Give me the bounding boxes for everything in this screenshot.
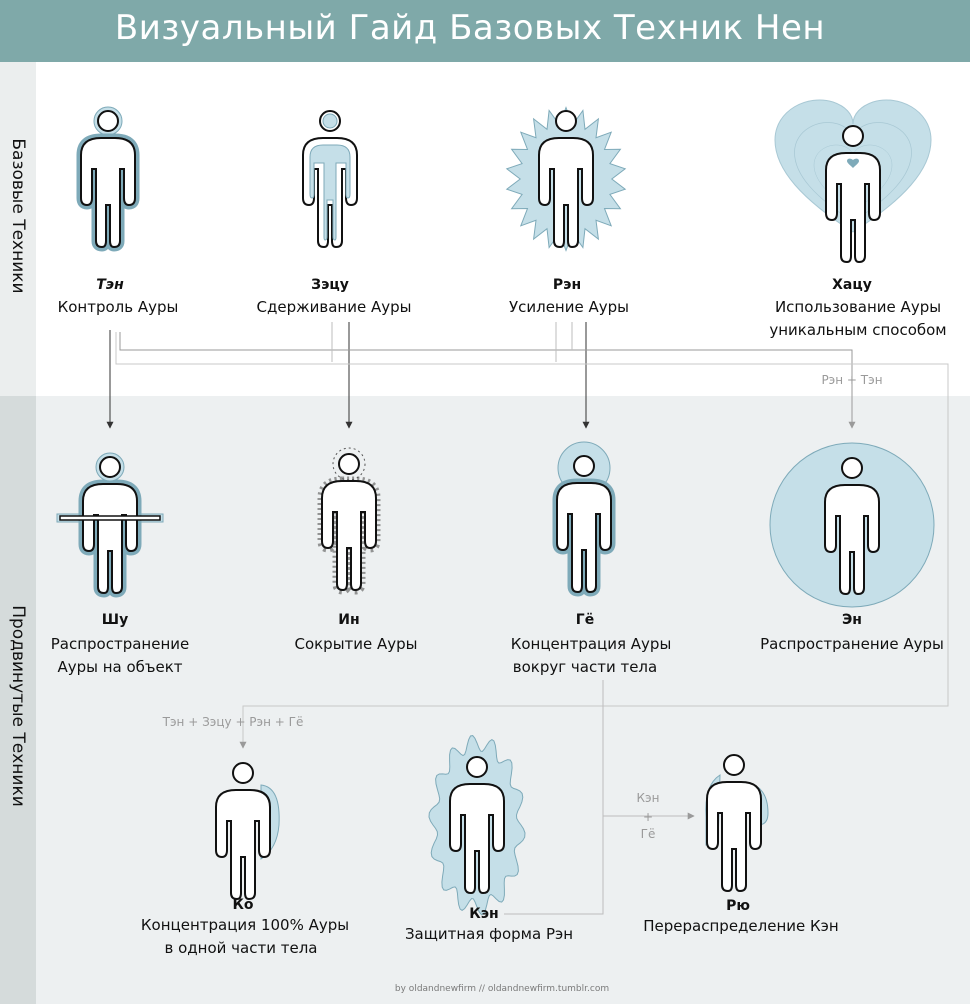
hatsu-person <box>825 125 881 263</box>
ko-description-line1: Концентрация 100% Ауры <box>140 916 350 934</box>
ken-description: Защитная форма Рэн <box>404 925 574 943</box>
ren-name: Рэн <box>552 277 582 293</box>
hatsu-name: Хацу <box>832 277 872 293</box>
ryu-formula-line3: Гё <box>640 827 656 841</box>
gyo-description-line1: Концентрация Ауры <box>510 635 672 653</box>
ken-figure <box>428 735 526 915</box>
basic-section-strip <box>0 62 36 396</box>
en-description: Распространение Ауры <box>760 635 944 653</box>
ren-description: Усиление Ауры <box>508 298 629 316</box>
connector-lines <box>106 322 949 915</box>
in-description: Сокрытие Ауры <box>294 635 418 653</box>
gyo-figure <box>557 441 611 592</box>
gyo-name: Гё <box>575 612 595 628</box>
ryu-formula-line2: + <box>642 810 654 824</box>
zetsu-description: Сдерживание Ауры <box>256 298 412 316</box>
advanced-section-strip <box>0 396 36 1004</box>
ryu-formula-line1: Кэн <box>636 791 660 805</box>
shu-description-line1: Распространение <box>50 635 190 653</box>
ren-figure <box>505 106 627 252</box>
zetsu-figure <box>302 110 358 248</box>
ten-name: Тэн <box>96 277 124 293</box>
header-bar: Визуальный Гайд Базовых Техник Нен <box>0 0 970 62</box>
shu-figure <box>56 452 164 593</box>
shu-description-line2: Ауры на объект <box>57 658 183 676</box>
ko-name: Ко <box>232 897 254 913</box>
en-figure <box>769 442 935 608</box>
hatsu-description-line1: Использование Ауры <box>774 298 942 316</box>
page-title: Визуальный Гайд Базовых Техник Нен <box>114 8 826 48</box>
ko-figure <box>215 762 280 900</box>
ryu-name: Рю <box>726 898 750 914</box>
credit-text: by oldandnewfirm // oldandnewfirm.tumblr… <box>394 984 610 994</box>
ten-description: Контроль Ауры <box>57 298 179 316</box>
en-formula-label: Рэн + Тэн <box>821 373 883 387</box>
en-name: Эн <box>842 612 862 628</box>
shu-name: Шу <box>101 612 129 628</box>
ryu-figure <box>705 754 769 892</box>
ryu-description: Перераспределение Кэн <box>643 917 839 935</box>
in-figure <box>322 447 376 590</box>
hatsu-description-line2: уникальным способом <box>769 321 947 339</box>
ken-name: Кэн <box>469 906 499 922</box>
ko-description-line2: в одной части тела <box>164 939 318 957</box>
ten-figure <box>81 106 135 247</box>
gyo-description-line2: вокруг части тела <box>512 658 658 676</box>
in-name: Ин <box>338 612 360 628</box>
zetsu-name: Зэцу <box>311 277 349 293</box>
ko-formula-label: Тэн + Зэцу + Рэн + Гё <box>162 715 304 729</box>
